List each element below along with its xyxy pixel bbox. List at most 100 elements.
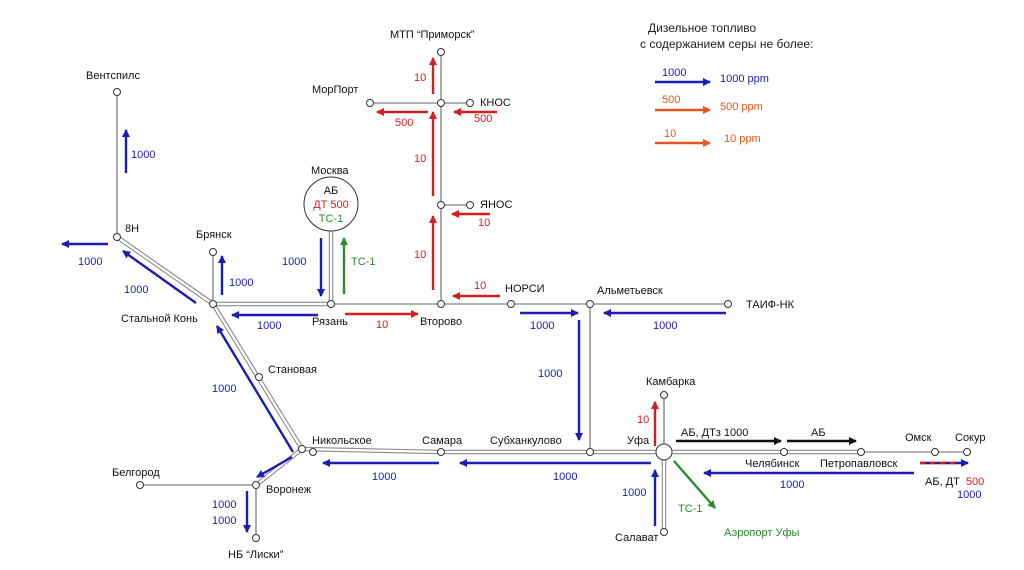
moscow-label-dt500: ДТ 500 [313, 199, 349, 211]
station-salavat [660, 528, 668, 536]
station-nikolskoe-2 [309, 448, 317, 456]
station-morport [366, 99, 374, 107]
legend-item-1-tag: 1000 [662, 67, 686, 79]
flow-ryazan-to-vtorovo: 10 [376, 319, 388, 331]
flow-knos-to-primorsk: 10 [414, 72, 426, 84]
moscow-label-ts1: ТС-1 [319, 213, 343, 225]
station-knos [466, 99, 474, 107]
flow-almetyevsk-to-ufa: 1000 [538, 368, 562, 380]
label-samara: Самара [422, 435, 463, 447]
label-omsk: Омск [905, 432, 932, 444]
station-yanos-junction [437, 201, 445, 209]
flow-ufa-to-samara: 1000 [553, 471, 577, 483]
legend-item-1-label: 1000 ppm [720, 73, 769, 85]
flow-moscow-to-ryazan: 1000 [282, 256, 306, 268]
legend-item-2-tag: 500 [662, 94, 680, 106]
flow-sokur-line2: 1000 [957, 489, 981, 501]
flow-to-bryansk: 1000 [229, 277, 253, 289]
flow-sokur-line1-part2: 500 [966, 476, 984, 488]
flow-stalnoy-to-8n: 1000 [124, 284, 148, 296]
arrow-nikolskoe-to-stalnoy [215, 325, 295, 453]
flow-norsi-in: 10 [474, 280, 486, 292]
label-norsi: НОРСИ [505, 283, 545, 295]
label-chelyabinsk: Челябинск [745, 458, 799, 470]
flow-salavat-to-ufa: 1000 [622, 487, 646, 499]
station-subkhankulovo [586, 448, 594, 456]
label-petropavlovsk: Петропавловск [820, 458, 897, 470]
label-morport: МорПорт [312, 84, 358, 96]
station-omsk [931, 448, 939, 456]
flow-samara-to-nikolskoe: 1000 [372, 471, 396, 483]
flow-to-liski: 1000 [212, 515, 236, 527]
legend-title-line1: Дизельное топливо [648, 21, 757, 35]
label-nikolskoe: Никольское [312, 435, 372, 447]
flow-to-almetyevsk: 1000 [530, 320, 554, 332]
label-subkhankulovo: Субханкулово [490, 435, 562, 447]
label-moskva: Москва [311, 165, 349, 177]
label-taif-nk: ТАИФ-НК [746, 299, 795, 311]
flow-yanos-to-knos: 10 [414, 153, 426, 165]
flow-nikolskoe-to-stalnoy: 1000 [212, 383, 236, 395]
flow-to-kambarka: 10 [637, 414, 649, 426]
station-taif-nk [724, 300, 732, 308]
label-stalnoy-kon: Стальной Конь [121, 313, 198, 325]
station-petropavlovsk [857, 448, 865, 456]
label-salavat: Салават [615, 532, 658, 544]
station-stalnoy-kon [209, 300, 217, 308]
flow-sokur-line1-part1: АБ, ДТ [925, 476, 960, 488]
station-voronezh [252, 481, 260, 489]
flow-ufa-east: АБ, ДТз 1000 [681, 427, 748, 439]
label-voronezh: Воронеж [266, 484, 312, 496]
station-ufa [655, 443, 673, 461]
flow-omsk-in: 1000 [780, 479, 804, 491]
label-almetyevsk: Альметьевск [597, 285, 663, 297]
label-stanovaya: Становая [268, 364, 317, 376]
station-ventspils [113, 88, 121, 96]
legend-title-line2: с содержанием серы не более: [640, 37, 813, 51]
station-vtorovo [437, 300, 445, 308]
station-yanos [466, 201, 474, 209]
flow-knos-in: 500 [474, 113, 492, 125]
moscow-hub-labels: АБ ДТ 500 ТС-1 [313, 185, 349, 225]
label-kambarka: Камбарка [646, 376, 696, 388]
flow-to-airport: ТС-1 [678, 503, 702, 515]
station-liski [252, 534, 260, 542]
flow-west-from-8n: 1000 [78, 256, 102, 268]
moscow-hub [303, 176, 359, 232]
flow-arrows [61, 57, 969, 533]
station-primorsk [437, 48, 445, 56]
legend-item-2-label: 500 ppm [720, 101, 763, 113]
label-ufa: Уфа [627, 435, 650, 447]
flow-chel-east: АБ [811, 427, 826, 439]
arrow-to-belgorod [256, 455, 293, 479]
label-aeroport-ufy: Аэропорт Уфы [724, 527, 800, 539]
label-mtp-primorsk: МТП “Приморск” [390, 29, 475, 41]
station-stanovaya [255, 373, 263, 381]
label-yanos: ЯНОС [480, 199, 512, 211]
station-samara [437, 448, 445, 456]
station-nikolskoe [298, 445, 306, 453]
label-ryazan: Рязань [312, 316, 348, 328]
station-kambarka [660, 391, 668, 399]
flow-to-ventspils: 1000 [131, 149, 155, 161]
label-nb-liski: НБ “Лиски” [228, 549, 284, 561]
flow-labels: 1000 1000 1000 1000 1000 1000 1000 1000 … [78, 72, 984, 527]
legend-item-3-tag: 10 [664, 128, 676, 140]
arrow-stalnoy-to-8n [122, 250, 197, 304]
label-8n: 8Н [125, 223, 139, 235]
label-knos: КНОС [480, 97, 511, 109]
label-vtorovo: Второво [420, 316, 462, 328]
stations [113, 48, 971, 542]
moscow-label-ab: АБ [324, 185, 339, 197]
station-norsi [507, 300, 515, 308]
station-bryansk [209, 248, 217, 256]
flow-taif-in: 1000 [653, 320, 677, 332]
legend-item-3-label: 10 ppm [724, 133, 761, 145]
station-almetyevsk [586, 300, 594, 308]
legend: Дизельное топливо с содержанием серы не … [640, 21, 813, 147]
station-chelyabinsk [780, 448, 788, 456]
flow-vtorovo-to-yanos: 10 [414, 249, 426, 261]
node-labels: Вентспилс 8Н Брянск Стальной Конь Станов… [86, 29, 986, 561]
station-8n [113, 233, 121, 241]
